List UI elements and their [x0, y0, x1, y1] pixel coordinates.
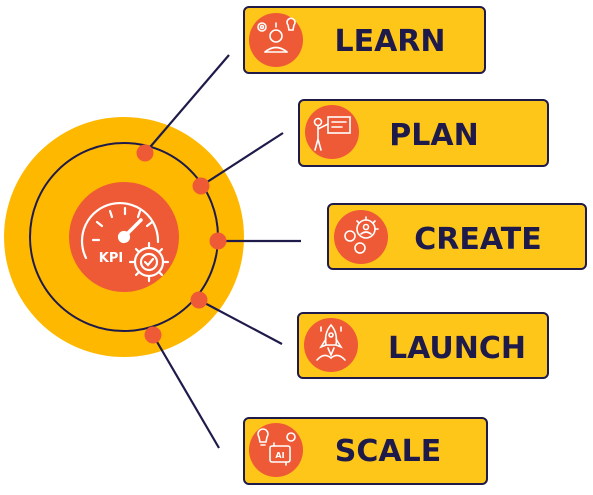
kpi-gauge-gear-icon: [80, 201, 170, 283]
node-dot-scale: [144, 326, 162, 344]
learner-gears-lightbulb-icon: [257, 17, 296, 53]
svg-text:AI: AI: [275, 451, 284, 460]
node-dot-launch: [190, 291, 208, 309]
step-label-launch: LAUNCH: [388, 331, 526, 366]
step-box-scale: [243, 417, 488, 485]
step-icon-disc-scale: [249, 423, 303, 477]
step-box-plan: [298, 99, 549, 167]
connector-scale: [152, 334, 220, 449]
connector-learn: [144, 54, 230, 154]
node-dot-plan: [192, 177, 210, 195]
step-label-scale: SCALE: [335, 434, 441, 469]
ai-chip-lightbulb-icon: AI: [257, 428, 296, 466]
step-plan: PLAN: [298, 99, 549, 167]
node-dot-learn: [136, 144, 154, 162]
connector-launch: [198, 299, 283, 345]
step-label-learn: LEARN: [334, 24, 445, 59]
gears-person-icon: [344, 216, 379, 254]
connectors: [144, 54, 301, 449]
step-label-plan: PLAN: [389, 118, 478, 153]
step-launch: LAUNCH: [297, 312, 549, 379]
ring-nodes: [136, 144, 227, 344]
node-dot-create: [209, 232, 227, 250]
step-scale: AI SCALE: [243, 417, 488, 485]
step-icon-disc-plan: [305, 105, 359, 159]
presenter-board-icon: [313, 116, 351, 151]
step-label-create: CREATE: [414, 222, 541, 257]
center-kpi-badge: KPI: [69, 182, 179, 292]
kpi-label: KPI: [99, 251, 123, 266]
step-box-learn: [243, 6, 486, 74]
step-box-launch: [297, 312, 549, 379]
step-box-create: [327, 203, 587, 270]
rocket-launch-icon: [316, 323, 346, 361]
step-icon-disc-learn: [249, 13, 303, 67]
step-create: CREATE: [327, 203, 587, 270]
step-learn: LEARN: [243, 6, 486, 74]
connector-plan: [200, 132, 284, 187]
